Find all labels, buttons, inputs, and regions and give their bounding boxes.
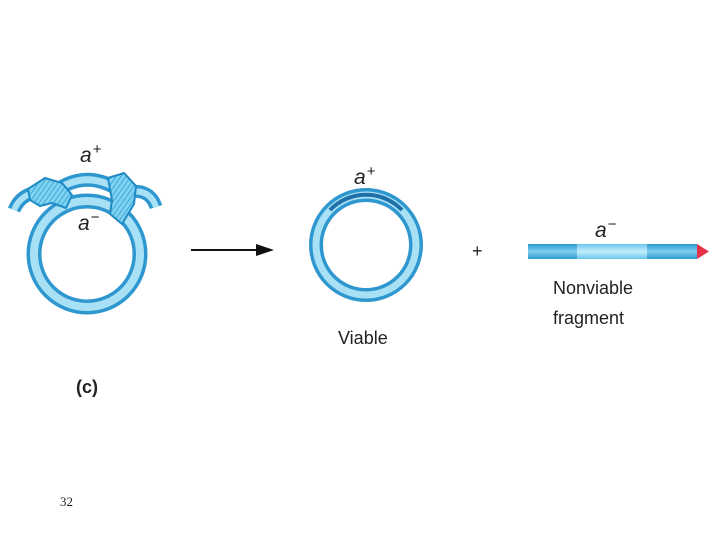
nonviable-caption-line2: fragment <box>553 303 633 333</box>
fragment-tip <box>697 244 709 259</box>
nonviable-caption-line1: Nonviable <box>553 273 633 303</box>
viable-caption: Viable <box>338 328 388 349</box>
viable-aplus-label: a+ <box>354 163 375 190</box>
left-plasmid <box>14 173 156 307</box>
nonviable-fragment <box>528 244 709 259</box>
fragment-right-segment <box>647 244 697 259</box>
page-number: 32 <box>60 494 73 510</box>
panel-label: (c) <box>76 377 98 398</box>
left-aminus-label: a− <box>78 209 99 236</box>
fragment-left-segment <box>528 244 577 259</box>
plus-sign: + <box>472 241 483 262</box>
left-aplus-label: a+ <box>80 141 101 168</box>
fragment-aminus-segment <box>577 244 647 259</box>
reaction-arrow <box>191 244 274 256</box>
viable-plasmid <box>316 195 416 295</box>
nonviable-caption: Nonviable fragment <box>553 273 633 333</box>
fragment-aminus-label: a− <box>595 216 616 243</box>
